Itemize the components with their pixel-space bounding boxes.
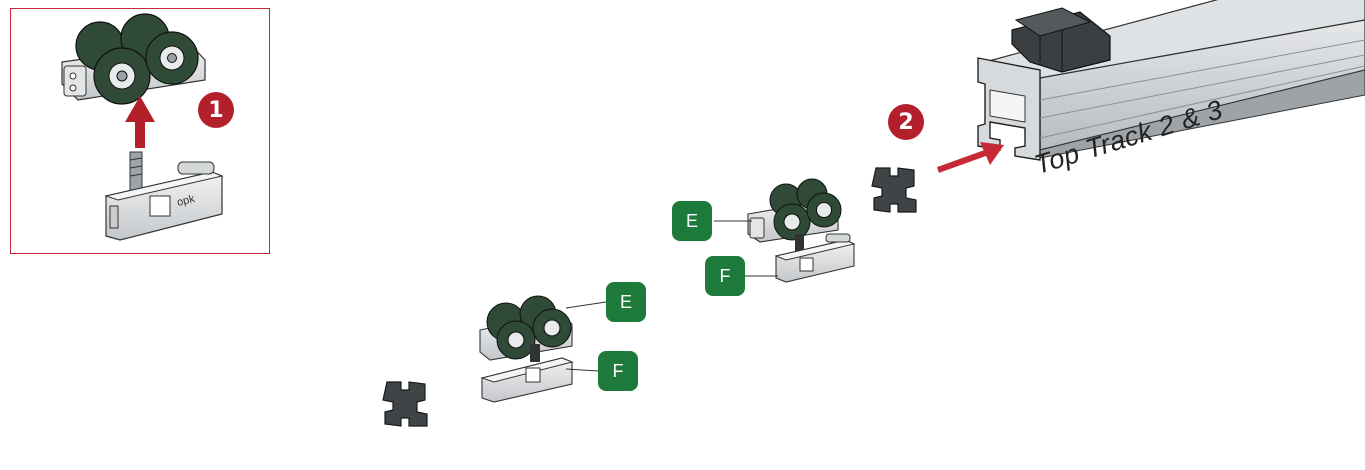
carriage-assembly-icon bbox=[61, 13, 206, 105]
step-2-badge: 2 bbox=[888, 104, 924, 140]
part-f-badge: F bbox=[705, 256, 745, 296]
part-f-badge: F bbox=[598, 351, 638, 391]
arrow-icon bbox=[125, 96, 155, 148]
arrow-icon bbox=[936, 142, 1004, 173]
product-marking: opk bbox=[176, 193, 197, 209]
carriage-assembly-icon bbox=[479, 295, 573, 362]
end-stopper-icon bbox=[382, 381, 428, 427]
end-stopper-icon bbox=[871, 167, 917, 213]
top-track-icon bbox=[977, 0, 1365, 161]
step-1-inset-frame bbox=[10, 8, 270, 254]
bracket-icon bbox=[480, 357, 574, 403]
bracket-icon bbox=[774, 233, 856, 283]
part-e-badge: E bbox=[672, 201, 712, 241]
part-e-badge: E bbox=[606, 282, 646, 322]
bracket-icon: opk bbox=[104, 151, 224, 241]
carriage-assembly-icon bbox=[747, 178, 842, 252]
step-1-badge: 1 bbox=[198, 92, 234, 128]
